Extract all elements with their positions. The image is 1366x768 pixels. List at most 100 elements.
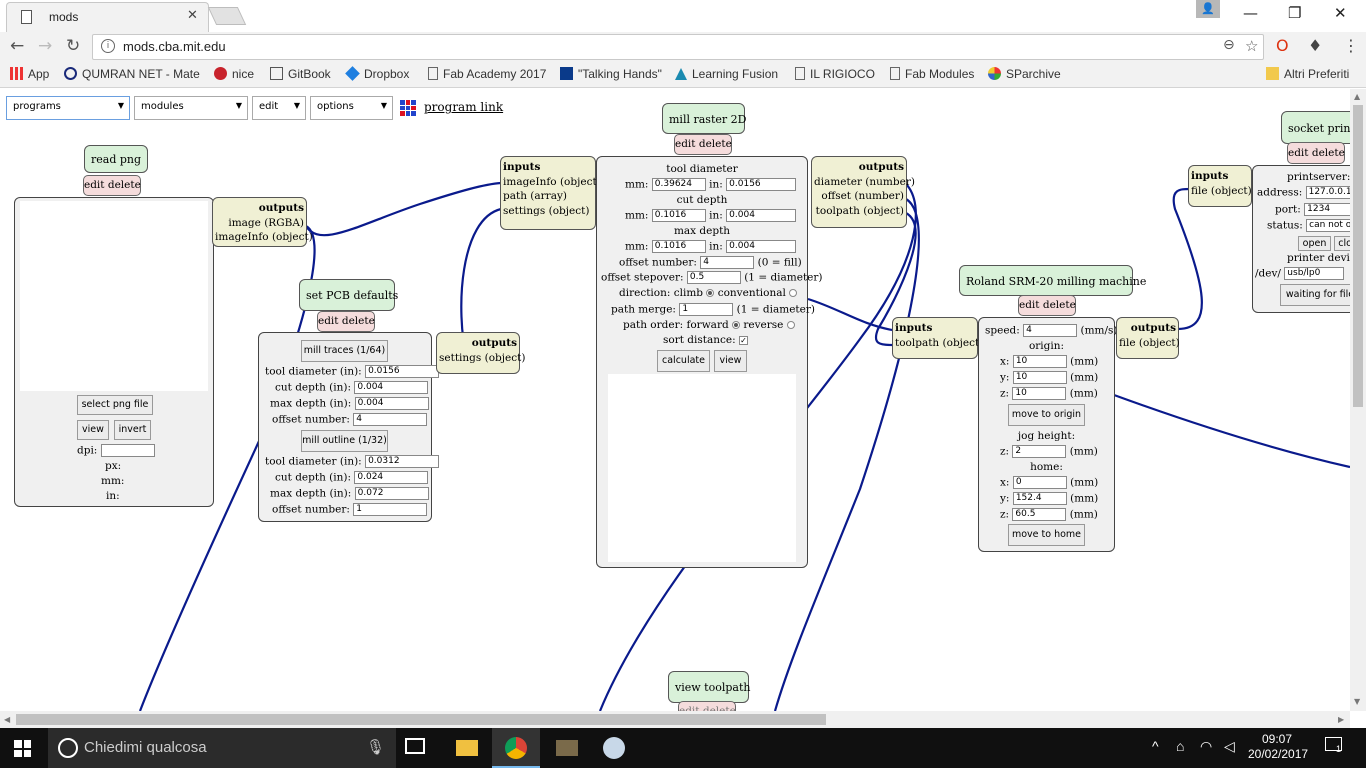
system-clock[interactable]: 09:07 20/02/2017 — [1248, 732, 1308, 762]
options-menu[interactable]: options▼ — [310, 96, 393, 120]
input-path[interactable]: path (array) — [503, 190, 567, 202]
traces-offset-number-input[interactable]: 4 — [353, 413, 428, 426]
tool-diameter-in-input[interactable]: 0.0156 — [726, 178, 797, 191]
reverse-radio[interactable] — [786, 321, 795, 329]
vertical-scrollbar[interactable]: ▲ ▼ — [1350, 89, 1366, 711]
restore-icon[interactable]: ❐ — [1288, 4, 1302, 22]
browser-tab[interactable]: mods ✕ — [6, 2, 209, 32]
origin-x-input[interactable]: 10 — [1012, 355, 1067, 368]
climb-radio[interactable] — [706, 289, 715, 297]
forward-icon[interactable]: → — [38, 36, 53, 56]
status-input[interactable]: can not open — [1306, 219, 1350, 232]
output-offset[interactable]: offset (number) — [821, 190, 904, 202]
paint-icon[interactable] — [603, 737, 625, 759]
edit-menu[interactable]: edit▼ — [252, 96, 306, 120]
windows-start-icon[interactable] — [14, 740, 31, 757]
output-diameter[interactable]: diameter (number) — [814, 175, 915, 188]
speed-input[interactable]: 4 — [1023, 324, 1078, 337]
address-bar[interactable]: i mods.cba.mit.edu ⊖ ☆ — [92, 34, 1264, 60]
wire-offset-to-bottom[interactable] — [773, 198, 920, 711]
bookmark-gitbook[interactable]: GitBook — [270, 67, 331, 81]
opera-extension-icon[interactable]: O — [1276, 36, 1289, 55]
outline-offset-number-input[interactable]: 1 — [353, 503, 428, 516]
socket-print-edit-delete[interactable]: edit delete — [1287, 142, 1345, 164]
bookmark-fab-academy[interactable]: Fab Academy 2017 — [428, 67, 546, 81]
bookmark-star-icon[interactable]: ☆ — [1245, 37, 1259, 55]
move-to-home-button[interactable]: move to home — [1008, 524, 1085, 546]
window-close-icon[interactable]: ✕ — [1334, 4, 1347, 22]
microphone-icon[interactable]: 🎙 — [366, 739, 386, 756]
new-tab-button[interactable] — [207, 7, 247, 25]
reload-icon[interactable]: ↻ — [66, 36, 81, 56]
mill-outline-button[interactable]: mill outline (1/32) — [301, 430, 388, 452]
view-button[interactable]: view — [77, 420, 109, 440]
file-explorer-icon[interactable] — [456, 740, 478, 756]
dpi-input[interactable] — [100, 444, 155, 457]
view-button[interactable]: view — [714, 350, 747, 372]
roland-title[interactable]: Roland SRM-20 milling machine — [959, 265, 1146, 296]
bookmark-learning-fusion[interactable]: Learning Fusion — [675, 67, 778, 81]
wire-file-to-socket[interactable] — [1172, 187, 1203, 331]
bookmark-qumran[interactable]: QUMRAN NET - Mate — [64, 67, 200, 81]
home-z-input[interactable]: 60.5 — [1012, 508, 1067, 521]
wifi-icon[interactable]: ◠ — [1200, 738, 1213, 754]
scroll-right-icon[interactable]: ▶ — [1338, 715, 1345, 724]
cut-depth-mm-input[interactable]: 0.1016 — [651, 209, 706, 222]
forward-radio[interactable] — [732, 321, 741, 329]
bookmark-dropbox[interactable]: Dropbox — [345, 66, 409, 81]
task-view-icon[interactable] — [405, 738, 425, 754]
minimize-icon[interactable]: — — [1243, 4, 1258, 22]
url-text[interactable]: mods.cba.mit.edu — [123, 39, 226, 54]
cortana-search-box[interactable]: Chiedimi qualcosa 🎙 — [48, 728, 396, 768]
outline-cut-depth-input[interactable]: 0.024 — [354, 471, 429, 484]
invert-button[interactable]: invert — [114, 420, 151, 440]
max-depth-mm-input[interactable]: 0.1016 — [651, 240, 706, 253]
view-toolpath-edit-delete[interactable]: edit delete — [678, 701, 736, 711]
tray-overflow-icon[interactable]: ^ — [1152, 738, 1159, 754]
cut-depth-in-input[interactable]: 0.004 — [726, 209, 797, 222]
zoom-icon[interactable]: ⊖ — [1223, 37, 1235, 53]
input-file[interactable]: file (object) — [1191, 184, 1252, 197]
program-link[interactable]: program link — [424, 100, 504, 114]
profile-icon[interactable]: 👤 — [1196, 0, 1220, 18]
view-toolpath-title[interactable]: view toolpath — [668, 671, 750, 703]
sort-distance-checkbox[interactable]: ✓ — [738, 335, 748, 345]
path-merge-input[interactable]: 1 — [679, 303, 734, 316]
site-info-icon[interactable]: i — [101, 39, 115, 53]
chrome-taskbar-button[interactable] — [492, 728, 540, 768]
input-imageinfo[interactable]: imageInfo (object) — [503, 175, 601, 188]
menu-icon[interactable]: ⋮ — [1343, 36, 1359, 55]
waiting-for-file-button[interactable]: waiting for file — [1280, 284, 1350, 306]
wire-roland-to-right[interactable] — [1113, 393, 1350, 469]
calculate-button[interactable]: calculate — [657, 350, 710, 372]
program-link-grid-icon[interactable] — [400, 100, 416, 116]
scroll-down-icon[interactable]: ▼ — [1354, 697, 1361, 706]
wire-toolpath-to-roland[interactable] — [807, 297, 893, 332]
scroll-left-icon[interactable]: ◀ — [4, 715, 11, 724]
tool-diameter-mm-input[interactable]: 0.39624 — [651, 178, 706, 191]
socket-print-title[interactable]: socket print — [1281, 111, 1350, 144]
outline-max-depth-input[interactable]: 0.072 — [354, 487, 429, 500]
traces-cut-depth-input[interactable]: 0.004 — [354, 381, 429, 394]
open-button[interactable]: open — [1298, 236, 1331, 251]
volume-icon[interactable]: ◁ — [1224, 738, 1235, 754]
horizontal-scroll-thumb[interactable] — [16, 714, 826, 725]
mill-raster-edit-delete[interactable]: edit delete — [674, 134, 732, 155]
app-taskbar-icon[interactable] — [556, 740, 578, 756]
read-png-title[interactable]: read png — [84, 145, 149, 173]
dev-input[interactable]: usb/lp0 — [1284, 267, 1345, 280]
action-center-icon[interactable]: 1 — [1325, 737, 1342, 754]
programs-menu[interactable]: programs▼ — [6, 96, 130, 120]
wire-imageinfo-to-mill-raster[interactable] — [305, 181, 502, 237]
home-x-input[interactable]: 0 — [1012, 476, 1067, 489]
move-to-origin-button[interactable]: move to origin — [1008, 404, 1085, 426]
modules-menu[interactable]: modules▼ — [134, 96, 248, 120]
origin-y-input[interactable]: 10 — [1012, 371, 1067, 384]
output-toolpath[interactable]: toolpath (object) — [815, 204, 904, 217]
bookmark-fab-modules[interactable]: Fab Modules — [890, 67, 974, 81]
horizontal-scrollbar[interactable]: ◀ ▶ — [0, 711, 1350, 728]
outline-tool-diameter-input[interactable]: 0.0312 — [365, 455, 440, 468]
mill-raster-title[interactable]: mill raster 2D — [662, 103, 746, 134]
max-depth-in-input[interactable]: 0.004 — [726, 240, 797, 253]
roland-edit-delete[interactable]: edit delete — [1018, 295, 1076, 316]
